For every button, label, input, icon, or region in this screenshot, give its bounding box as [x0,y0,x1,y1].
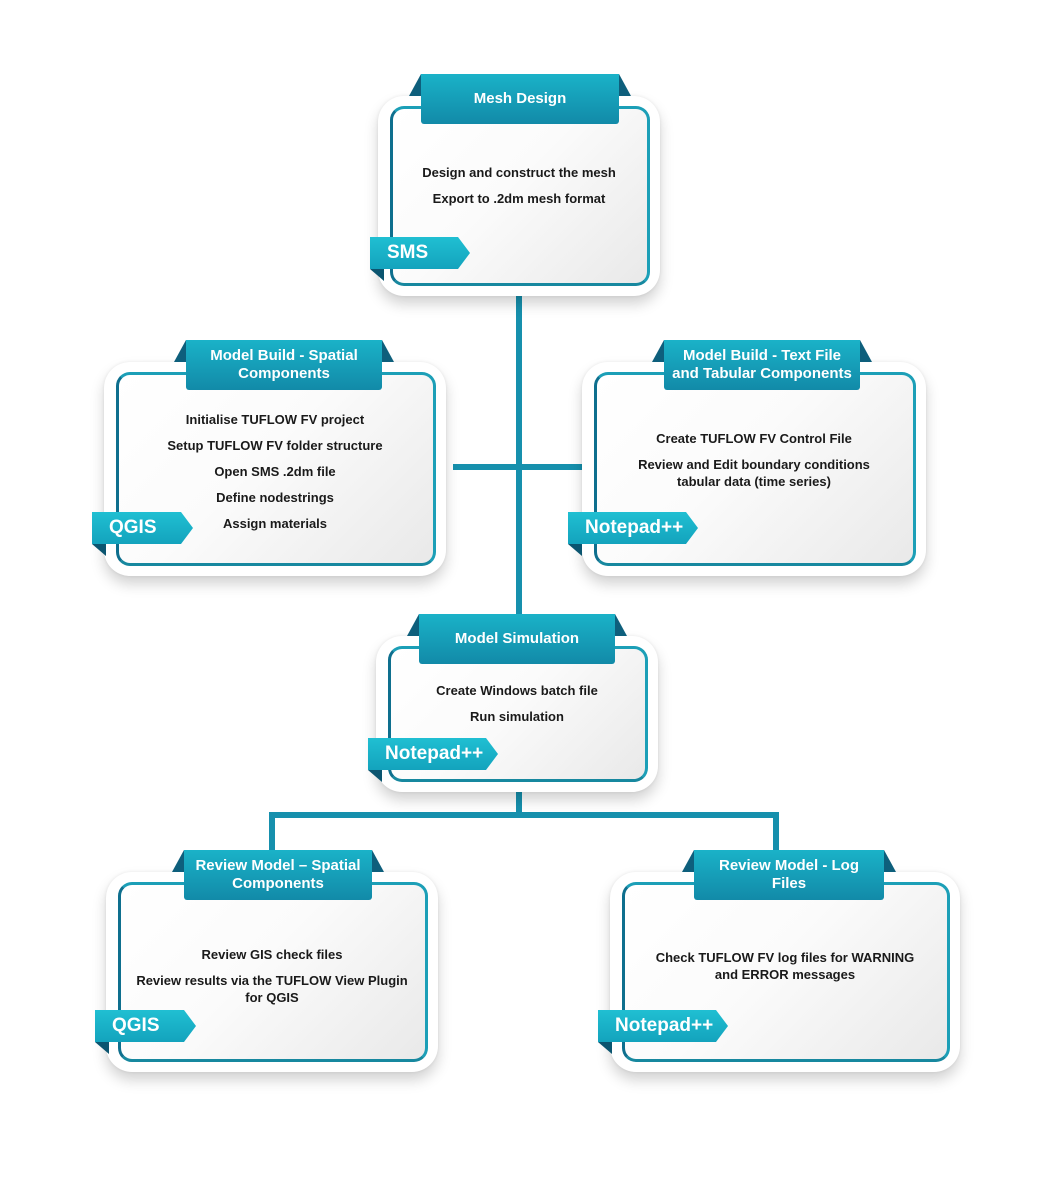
tool-tag-fold [95,1042,109,1054]
card-review-spatial: Review Model – Spatial Components Review… [95,850,438,1072]
tool-tag-fold [598,1042,612,1054]
tool-tag-fold [568,544,582,556]
card-review-logs-content: Check TUFLOW FV log files for WARNING an… [610,949,960,992]
list-item: Review and Edit boundary conditions tabu… [638,457,870,489]
card-model-simulation-title: Model Simulation [407,614,627,664]
tool-tag-fold [92,544,106,556]
card-mesh-design: Mesh Design Design and construct the mes… [370,74,660,296]
card-review-logs: Review Model - Log Files Check TUFLOW FV… [598,850,960,1072]
list-item: Design and construct the mesh [422,165,616,180]
card-model-simulation: Model Simulation Create Windows batch fi… [368,614,658,792]
tool-tag-fold [368,770,382,782]
list-item: Review GIS check files [201,947,343,962]
card-build-spatial: Model Build - Spatial Components Initial… [92,340,446,576]
card-review-logs-title: Review Model - Log Files [682,850,896,900]
card-build-text: Model Build - Text File and Tabular Comp… [568,340,926,576]
card-review-spatial-title: Review Model – Spatial Components [172,850,384,900]
connector-review-branch [269,812,779,862]
card-review-spatial-content: Review GIS check files Review results vi… [106,946,438,1015]
tool-tag-sms: SMS [370,237,470,269]
list-item: Setup TUFLOW FV folder structure [167,438,383,453]
card-model-simulation-content: Create Windows batch file Run simulation [376,682,658,734]
tool-tag-notepad: Notepad++ [368,738,498,770]
card-mesh-design-title: Mesh Design [409,74,631,124]
list-item: Initialise TUFLOW FV project [185,412,365,427]
tool-tag-qgis: QGIS [92,512,193,544]
list-item: Create Windows batch file [436,683,598,698]
list-item: Assign materials [222,516,328,531]
tool-tag-notepad: Notepad++ [568,512,698,544]
list-item: Check TUFLOW FV log files for WARNING an… [655,950,915,982]
list-item: Run simulation [470,709,564,724]
list-item: Review results via the TUFLOW View Plugi… [136,973,408,1005]
card-mesh-design-content: Design and construct the mesh Export to … [378,164,660,216]
tool-tag-fold [370,269,384,281]
card-build-text-title: Model Build - Text File and Tabular Comp… [652,340,872,390]
list-item: Define nodestrings [216,490,334,505]
tool-tag-notepad: Notepad++ [598,1010,728,1042]
card-build-spatial-content: Initialise TUFLOW FV project Setup TUFLO… [104,411,446,541]
list-item: Export to .2dm mesh format [432,191,606,206]
card-build-text-content: Create TUFLOW FV Control File Review and… [582,430,926,499]
list-item: Create TUFLOW FV Control File [656,431,852,446]
tool-tag-qgis: QGIS [95,1010,196,1042]
card-build-spatial-title: Model Build - Spatial Components [174,340,394,390]
list-item: Open SMS .2dm file [214,464,336,479]
